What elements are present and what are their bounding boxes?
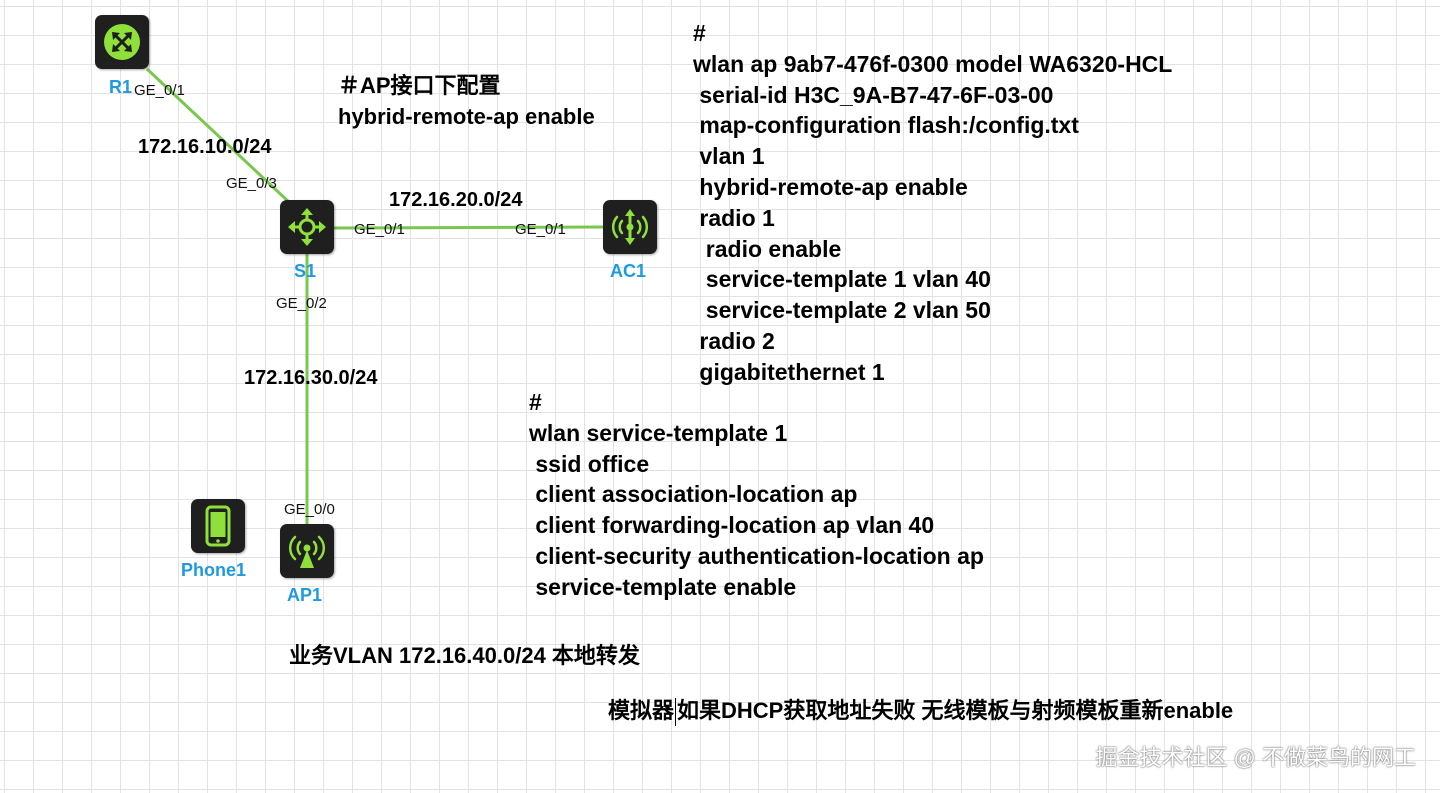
router-r1[interactable]: [95, 15, 149, 69]
device-label-ap1: AP1: [287, 585, 323, 605]
config-line: service-template 2 vlan 50: [693, 297, 991, 324]
device-label-r1: R1: [109, 77, 133, 97]
config-line: client association-location ap: [529, 481, 858, 508]
phone-icon: [205, 505, 231, 547]
config-line: wlan service-template 1: [529, 419, 788, 446]
link-r1-s1[interactable]: [145, 67, 292, 205]
port-label-ap1-ge0-0: GE_0/0: [284, 501, 335, 518]
config-line: hybrid-remote-ap enable: [693, 173, 968, 200]
config-line: radio 1: [693, 204, 775, 231]
service-template-config-block: # wlan service-template 1 ssid office cl…: [529, 387, 984, 603]
config-line: client-security authentication-location …: [529, 542, 984, 569]
config-line: #: [529, 389, 542, 415]
access-point-ap1[interactable]: [280, 524, 334, 578]
config-line: gigabitethernet 1: [693, 358, 885, 385]
subnet-label-s1-ap1: 172.16.30.0/24: [244, 367, 378, 389]
switch-icon: [288, 208, 326, 246]
config-line: client forwarding-location ap vlan 40: [529, 512, 935, 539]
config-line: service-template enable: [529, 573, 797, 600]
access-point-icon: [288, 535, 326, 568]
device-label-ac1: AC1: [610, 261, 647, 281]
config-line: wlan ap 9ab7-476f-0300 model WA6320-HCL: [693, 50, 1173, 77]
device-label-s1: S1: [294, 261, 317, 281]
config-line: map-configuration flash:/config.txt: [693, 112, 1079, 139]
dhcp-note-before-cursor: 模拟器: [608, 698, 675, 723]
subnet-label-r1-s1: 172.16.10.0/24: [138, 136, 272, 158]
ap-interface-note-heading: ＃AP接口下配置: [338, 73, 501, 98]
link-s1-ac1[interactable]: [333, 225, 605, 230]
config-line: service-template 1 vlan 40: [693, 266, 991, 293]
device-label-phone1: Phone1: [181, 560, 247, 580]
router-icon: [104, 24, 140, 60]
ap-interface-note-command: hybrid-remote-ap enable: [338, 104, 595, 129]
port-label-r1-ge0-1: GE_0/1: [134, 82, 185, 99]
config-line: ssid office: [529, 450, 650, 477]
dhcp-note[interactable]: 模拟器如果DHCP获取地址失败 无线模板与射频模板重新enable: [608, 695, 1234, 727]
watermark: 掘金技术社区 @ 不做菜鸟的网工: [1095, 745, 1416, 770]
port-label-s1-ge0-1: GE_0/1: [354, 221, 405, 238]
config-line: serial-id H3C_9A-B7-47-6F-03-00: [693, 81, 1054, 108]
business-vlan-note: 业务VLAN 172.16.40.0/24 本地转发: [289, 643, 640, 668]
port-label-s1-ge0-2: GE_0/2: [276, 295, 327, 312]
text-cursor: [675, 698, 677, 727]
subnet-label-s1-ac1: 172.16.20.0/24: [389, 189, 523, 211]
config-line: radio 2: [693, 327, 775, 354]
config-line: vlan 1: [693, 143, 765, 170]
port-label-ac1-ge0-1: GE_0/1: [515, 221, 566, 238]
config-line: radio enable: [693, 235, 842, 262]
ac-ap-config-block: # wlan ap 9ab7-476f-0300 model WA6320-HC…: [693, 18, 1172, 388]
port-label-s1-ge0-3: GE_0/3: [226, 175, 277, 192]
phone-phone1[interactable]: [191, 499, 245, 553]
ap-interface-note: ＃AP接口下配置 hybrid-remote-ap enable: [338, 70, 595, 132]
config-line: #: [693, 20, 706, 46]
access-controller-icon: [612, 209, 648, 245]
switch-s1[interactable]: [280, 200, 334, 254]
dhcp-note-after-cursor: 如果DHCP获取地址失败 无线模板与射频模板重新enable: [677, 698, 1234, 723]
access-controller-ac1[interactable]: [603, 200, 657, 254]
